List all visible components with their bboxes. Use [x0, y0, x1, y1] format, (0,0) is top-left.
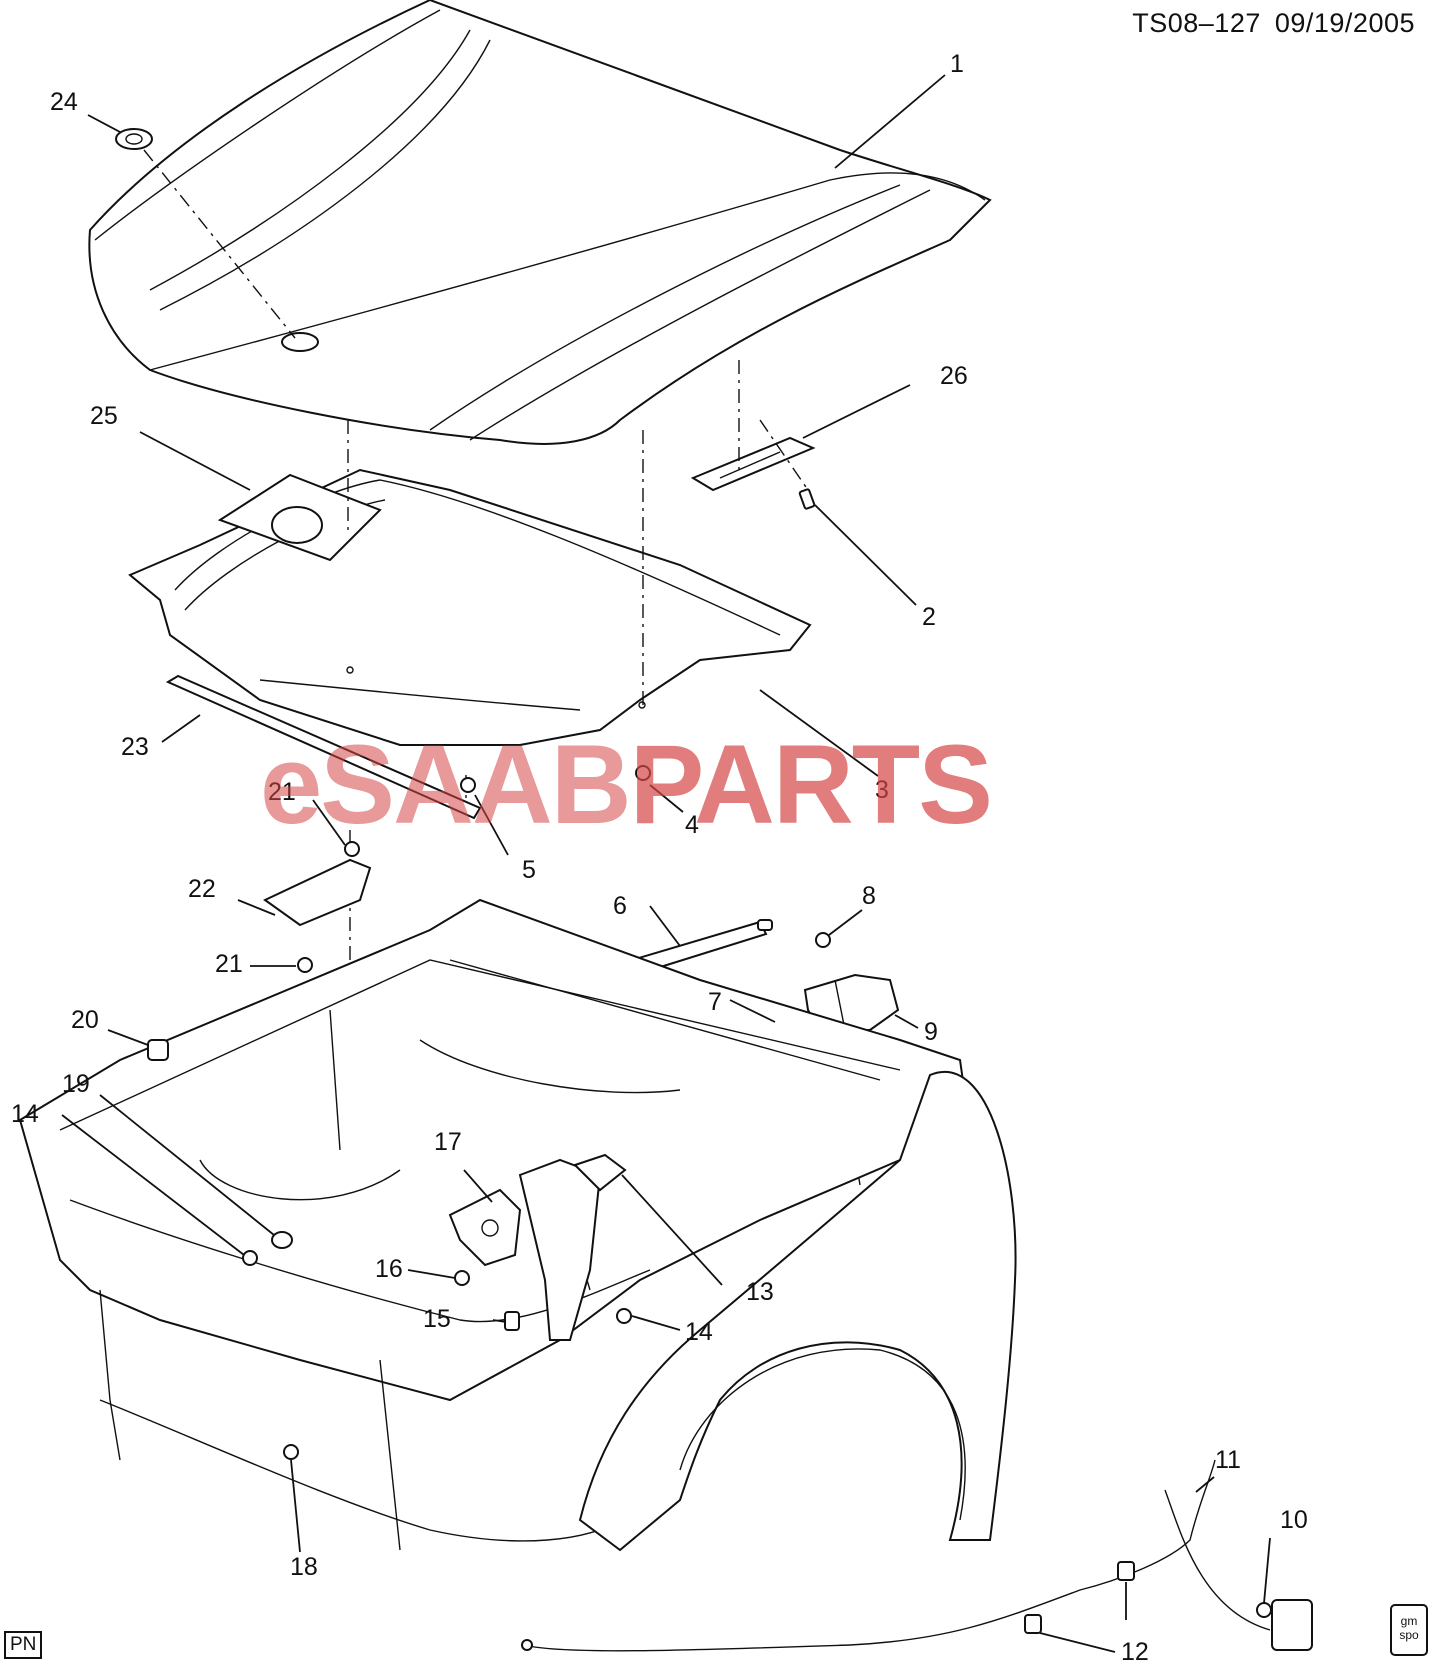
callout-11: 11 — [1215, 1446, 1241, 1474]
diagram-code: TS08–127 — [1132, 8, 1261, 38]
watermark-part1: eSAAB — [260, 722, 632, 847]
callout-10: 10 — [1280, 1506, 1308, 1534]
callout-2: 2 — [922, 603, 936, 631]
callout-9: 9 — [924, 1018, 938, 1046]
pn-label: PN — [4, 1631, 43, 1659]
cable-clips — [1024, 1561, 1135, 1634]
callout-15: 15 — [423, 1305, 451, 1333]
callout-3: 3 — [875, 776, 889, 804]
diagram-header: TS08–127 09/19/2005 — [1118, 8, 1415, 39]
hood-latch — [448, 1188, 522, 1267]
callout-labels: 1 2 3 4 5 6 7 8 9 10 11 12 13 14 14 15 1… — [11, 50, 1308, 1664]
hood-release-handle — [1256, 1599, 1313, 1651]
callout-14-left: 14 — [11, 1100, 39, 1128]
callout-7: 7 — [708, 988, 722, 1016]
callout-25: 25 — [90, 402, 118, 430]
hood-latch-support-bracket — [263, 841, 372, 973]
callout-6: 6 — [613, 892, 627, 920]
hood-hinge — [803, 973, 900, 1031]
callout-14-right: 14 — [685, 1318, 713, 1346]
callout-20: 20 — [71, 1006, 99, 1034]
front-end-structure — [18, 898, 972, 1551]
callout-22: 22 — [188, 875, 216, 903]
hood-latch-support — [518, 1153, 627, 1341]
latch-fasteners — [147, 1039, 632, 1460]
callout-26: 26 — [940, 362, 968, 390]
callout-5: 5 — [522, 856, 536, 884]
hood-bumper-grommet — [115, 128, 153, 150]
callout-18: 18 — [290, 1553, 318, 1581]
gm-logo-line2: spo — [1399, 1628, 1419, 1642]
hood-release-cable — [521, 1459, 1271, 1652]
callout-21-top: 21 — [268, 778, 296, 806]
front-fender — [578, 1071, 1017, 1552]
gm-logo-line1: gm — [1400, 1614, 1418, 1628]
callout-16: 16 — [375, 1255, 403, 1283]
insulator-fasteners — [460, 765, 651, 793]
callout-17: 17 — [434, 1128, 462, 1156]
callout-24: 24 — [50, 88, 78, 116]
gm-spo-logo: gm spo — [1390, 1604, 1428, 1656]
hood-seal-strip — [165, 674, 482, 820]
leader-lines — [61, 74, 1271, 1653]
callout-4: 4 — [685, 811, 699, 839]
diagram-date: 09/19/2005 — [1274, 8, 1415, 38]
callout-23: 23 — [121, 733, 149, 761]
watermark-part2: PARTS — [629, 722, 993, 847]
callout-21-lower: 21 — [215, 950, 243, 978]
callout-1: 1 — [950, 50, 964, 78]
hood-insulator-pad — [217, 473, 382, 562]
callout-19: 19 — [62, 1070, 90, 1098]
callout-8: 8 — [862, 882, 876, 910]
hood-reinforcement-bracket — [690, 436, 816, 492]
hood-panel — [88, 0, 992, 445]
callout-13: 13 — [746, 1278, 774, 1306]
esaabparts-watermark: eSAABPARTS — [260, 720, 993, 849]
callout-12: 12 — [1121, 1638, 1149, 1664]
bolt-part-2 — [798, 488, 816, 510]
